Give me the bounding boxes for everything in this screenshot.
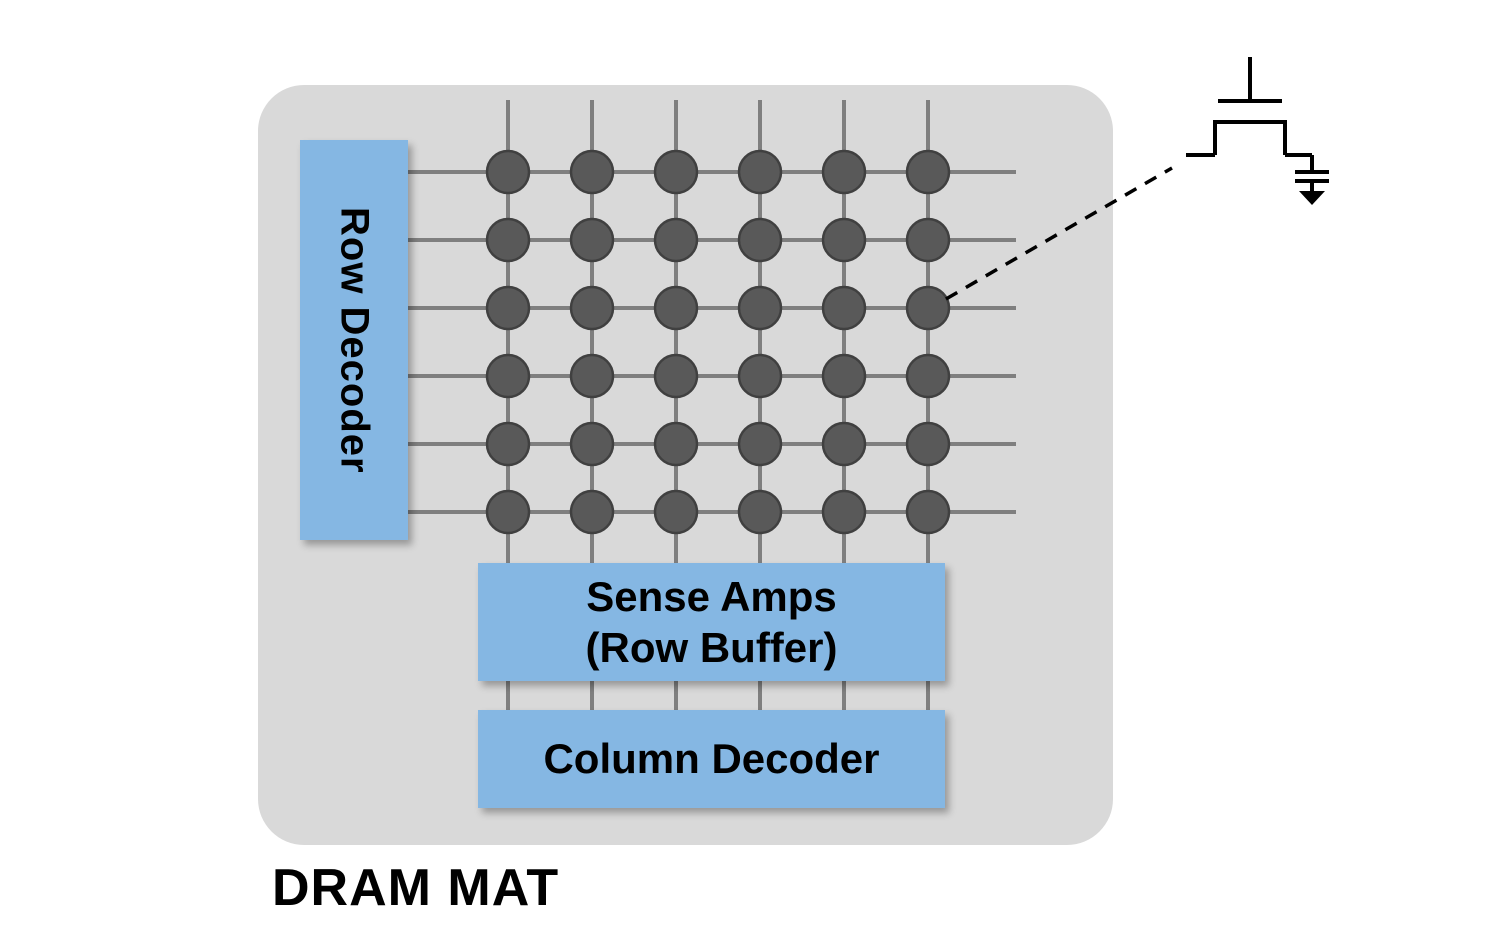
memory-cell: [569, 149, 615, 195]
memory-cell: [653, 353, 699, 399]
sense-amps-label-line1: Sense Amps: [586, 572, 837, 620]
memory-cell: [905, 217, 951, 263]
memory-cell: [905, 353, 951, 399]
memory-cell: [569, 353, 615, 399]
sense-amps-label-line2: (Row Buffer): [585, 624, 838, 671]
memory-cell: [485, 149, 531, 195]
memory-cell: [653, 217, 699, 263]
column-decoder-label: Column Decoder: [543, 735, 880, 782]
dram-cell-transistor-schematic: [1186, 57, 1329, 205]
memory-cell: [905, 489, 951, 535]
memory-cell: [905, 421, 951, 467]
ground-symbol-icon: [1299, 191, 1325, 205]
memory-cell: [653, 149, 699, 195]
memory-cell: [485, 353, 531, 399]
memory-cell: [821, 149, 867, 195]
callout-dashed-line: [945, 166, 1173, 301]
memory-cell: [653, 421, 699, 467]
sense-to-column-connectors: [506, 681, 930, 710]
memory-cell: [905, 149, 951, 195]
memory-cell: [569, 217, 615, 263]
memory-cell: [737, 489, 783, 535]
memory-cell: [821, 353, 867, 399]
memory-cell: [821, 285, 867, 331]
sense-amps-box: Sense Amps (Row Buffer): [478, 563, 945, 681]
memory-cell: [653, 489, 699, 535]
column-decoder-box: Column Decoder: [478, 710, 945, 808]
memory-cell: [737, 285, 783, 331]
memory-cell: [485, 421, 531, 467]
memory-cell-grid: [485, 149, 951, 535]
memory-cell: [569, 421, 615, 467]
memory-cell: [485, 489, 531, 535]
memory-cell: [821, 217, 867, 263]
diagram-title: DRAM MAT: [272, 859, 560, 917]
row-decoder-box: Row Decoder: [300, 140, 408, 540]
memory-cell: [485, 285, 531, 331]
memory-cell: [653, 285, 699, 331]
memory-cell: [569, 489, 615, 535]
memory-cell: [737, 353, 783, 399]
memory-cell: [905, 285, 951, 331]
memory-cell: [737, 421, 783, 467]
memory-cell: [737, 217, 783, 263]
memory-cell: [737, 149, 783, 195]
row-decoder-label: Row Decoder: [332, 206, 377, 474]
memory-cell: [569, 285, 615, 331]
memory-cell: [821, 489, 867, 535]
memory-cell: [821, 421, 867, 467]
memory-cell: [485, 217, 531, 263]
